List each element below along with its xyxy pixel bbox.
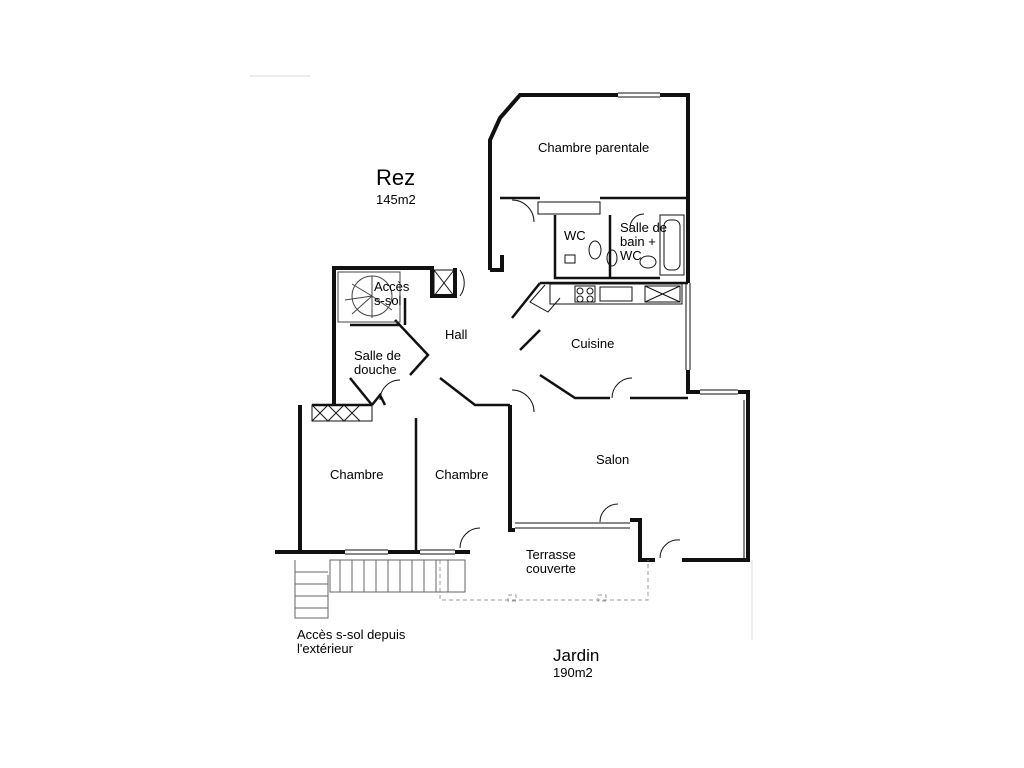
door-swings [379,199,681,559]
room-label-salle-de-douche-1: Salle de [354,348,401,363]
exterior-access-label-2: l'extérieur [297,641,353,656]
room-label-salle-de-bain-1: Salle de [620,220,667,235]
garden-area: 190m2 [553,665,593,680]
interior-stairs [337,271,401,323]
kitchen-counter [529,283,683,313]
room-label-terrasse-2: couverte [526,561,576,576]
room-label-hall: Hall [445,327,468,342]
terrace-outline [439,560,649,602]
room-label-chambre-parentale: Chambre parentale [538,140,650,155]
room-label-cuisine: Cuisine [571,336,615,351]
floor-title: Rez [376,165,416,190]
floor-area: 145m2 [376,192,416,207]
room-label-wc: WC [564,228,586,243]
exterior-walls [275,93,750,562]
room-label-salon: Salon [596,452,630,467]
room-label-salle-de-bain-2: bain + [620,234,656,249]
bathroom-fixtures [537,201,685,276]
storage-hatch [311,269,455,422]
room-label-terrasse-1: Terrasse [526,547,576,562]
room-label-chambre-2: Chambre [435,467,489,482]
window-lines [345,92,745,560]
exterior-access-label-1: Accès s-sol depuis [297,627,406,642]
room-label-acces-ssol-2: s-sol [374,293,402,308]
exterior-stairs [294,559,466,619]
room-label-salle-de-douche-2: douche [354,362,397,377]
room-label-acces-ssol-1: Accès [374,279,410,294]
garden-title: Jardin [553,646,600,665]
plot-lines [250,75,753,640]
room-label-chambre-1: Chambre [330,467,384,482]
room-label-salle-de-bain-3: WC [620,248,642,263]
